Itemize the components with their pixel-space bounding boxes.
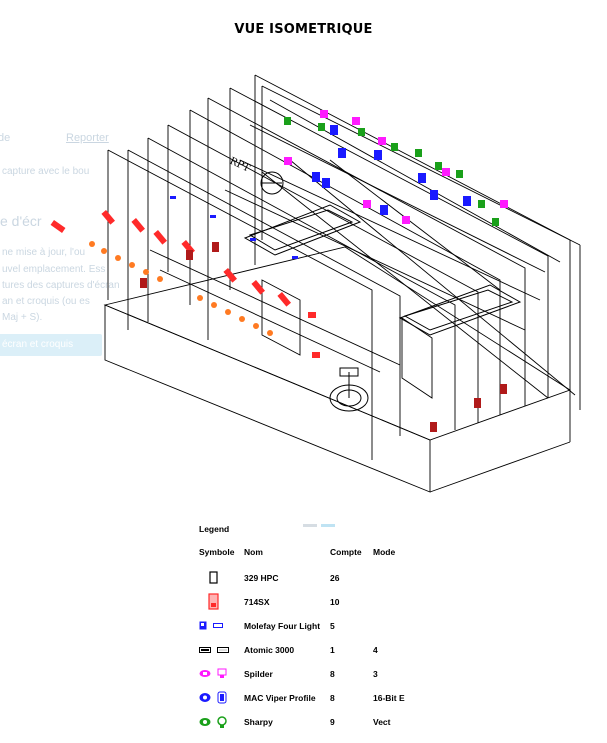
legend-count: 10	[330, 597, 340, 607]
legend-mode: 4	[373, 645, 378, 655]
mac-viper-fixtures	[170, 125, 471, 259]
legend-mode: 16-Bit E	[373, 693, 405, 703]
legend-mode	[373, 590, 423, 614]
orange-fixtures	[89, 241, 273, 336]
329-hpc-fixtures	[140, 242, 507, 432]
stage-wireframe	[103, 74, 581, 493]
714sx-icon	[199, 592, 219, 610]
legend-mode	[373, 566, 423, 590]
legend-name: Spilder	[244, 669, 273, 679]
spider-fixtures	[284, 110, 508, 224]
legend-name: 714SX	[244, 597, 270, 607]
truss-structures	[243, 204, 522, 336]
spider-icon	[199, 668, 227, 679]
legend-count: 8	[330, 669, 335, 679]
legend-count: 1	[330, 645, 335, 655]
legend-row: 714SX 10	[199, 590, 423, 614]
legend-name: Molefay Four Light	[244, 621, 321, 631]
legend-row: MAC Viper Profile 8 16-Bit E	[199, 686, 423, 710]
legend-count: 9	[330, 717, 335, 727]
header-mode: Mode	[373, 547, 396, 557]
legend-count: 8	[330, 693, 335, 703]
legend-row: Atomic 3000 1 4	[199, 638, 423, 662]
page-title: VUE ISOMETRIQUE	[234, 22, 373, 37]
rpt-marker-icon	[260, 171, 284, 195]
legend-name: Atomic 3000	[244, 645, 295, 655]
legend-table: Symbole Nom Compte Mode 329 HPC 26 714SX…	[199, 546, 423, 734]
isometric-drawing: RPT	[50, 74, 581, 493]
legend-count: 26	[330, 573, 340, 583]
legend: Legend Symbole Nom Compte Mode 329 HPC 2…	[199, 524, 423, 734]
mac-viper-icon	[199, 691, 227, 704]
329-hpc-icon	[199, 570, 218, 584]
rpt-label: RPT	[228, 156, 252, 175]
molefay-icon	[199, 621, 223, 630]
pager-dot[interactable]	[321, 524, 335, 527]
legend-count: 5	[330, 621, 335, 631]
header-count: Compte	[330, 547, 362, 557]
legend-row: Molefay Four Light 5	[199, 614, 423, 638]
sharpy-icon	[199, 715, 227, 728]
legend-row: 329 HPC 26	[199, 566, 423, 590]
legend-name: 329 HPC	[244, 573, 279, 583]
legend-title: Legend	[199, 524, 230, 534]
legend-row: Spilder 8 3	[199, 662, 423, 686]
carousel-pager	[303, 514, 339, 532]
legend-name: MAC Viper Profile	[244, 693, 316, 703]
legend-mode: Vect	[373, 717, 391, 727]
sharpy-fixtures	[284, 117, 499, 226]
atomic-3000-fixture	[329, 367, 369, 412]
legend-header-row: Symbole Nom Compte Mode	[199, 546, 423, 566]
pager-dot[interactable]	[303, 524, 317, 527]
header-name: Nom	[244, 547, 263, 557]
legend-row: Sharpy 9 Vect	[199, 710, 423, 734]
legend-mode: 3	[373, 669, 378, 679]
legend-mode	[373, 614, 423, 638]
714sx-fixtures	[50, 210, 320, 358]
legend-name: Sharpy	[244, 717, 273, 727]
atomic-3000-icon	[199, 647, 229, 653]
header-symbol: Symbole	[199, 547, 235, 557]
